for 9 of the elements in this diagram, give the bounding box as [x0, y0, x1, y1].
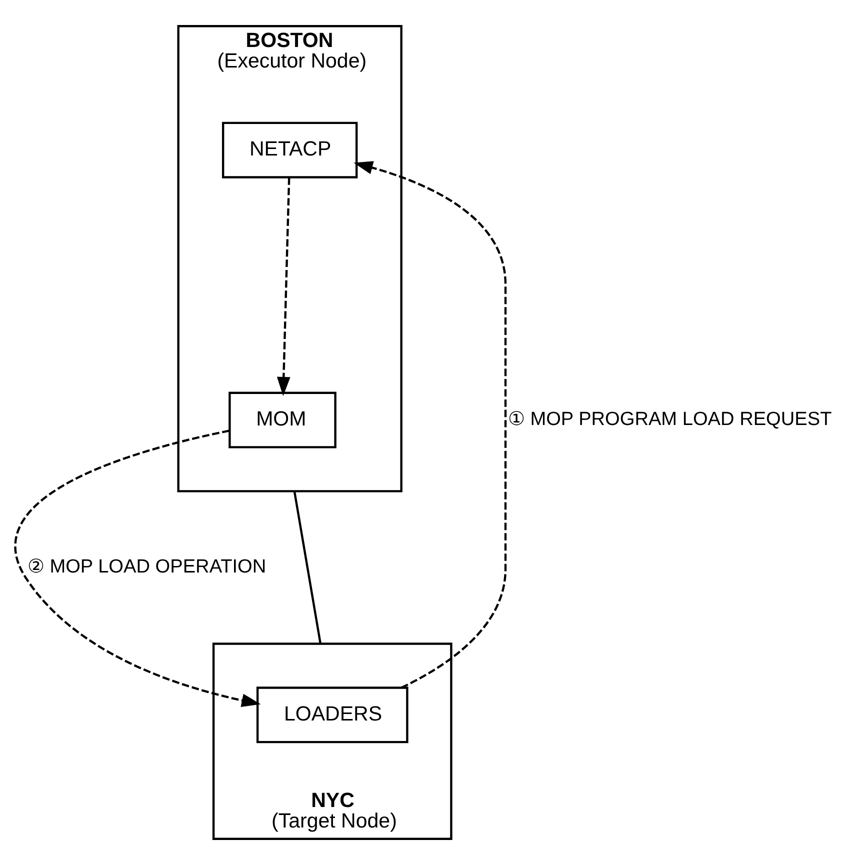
edge-label: ① MOP PROGRAM LOAD REQUEST [507, 409, 832, 430]
connector [292, 491, 322, 644]
node-box: LOADERS [256, 686, 408, 744]
arrow [353, 161, 506, 689]
arrow [14, 430, 260, 707]
edge-label: ② MOP LOAD OPERATION [26, 556, 266, 578]
node-box: NETACP [221, 122, 358, 178]
node-box: MOM [228, 392, 336, 448]
arrow [276, 178, 290, 396]
